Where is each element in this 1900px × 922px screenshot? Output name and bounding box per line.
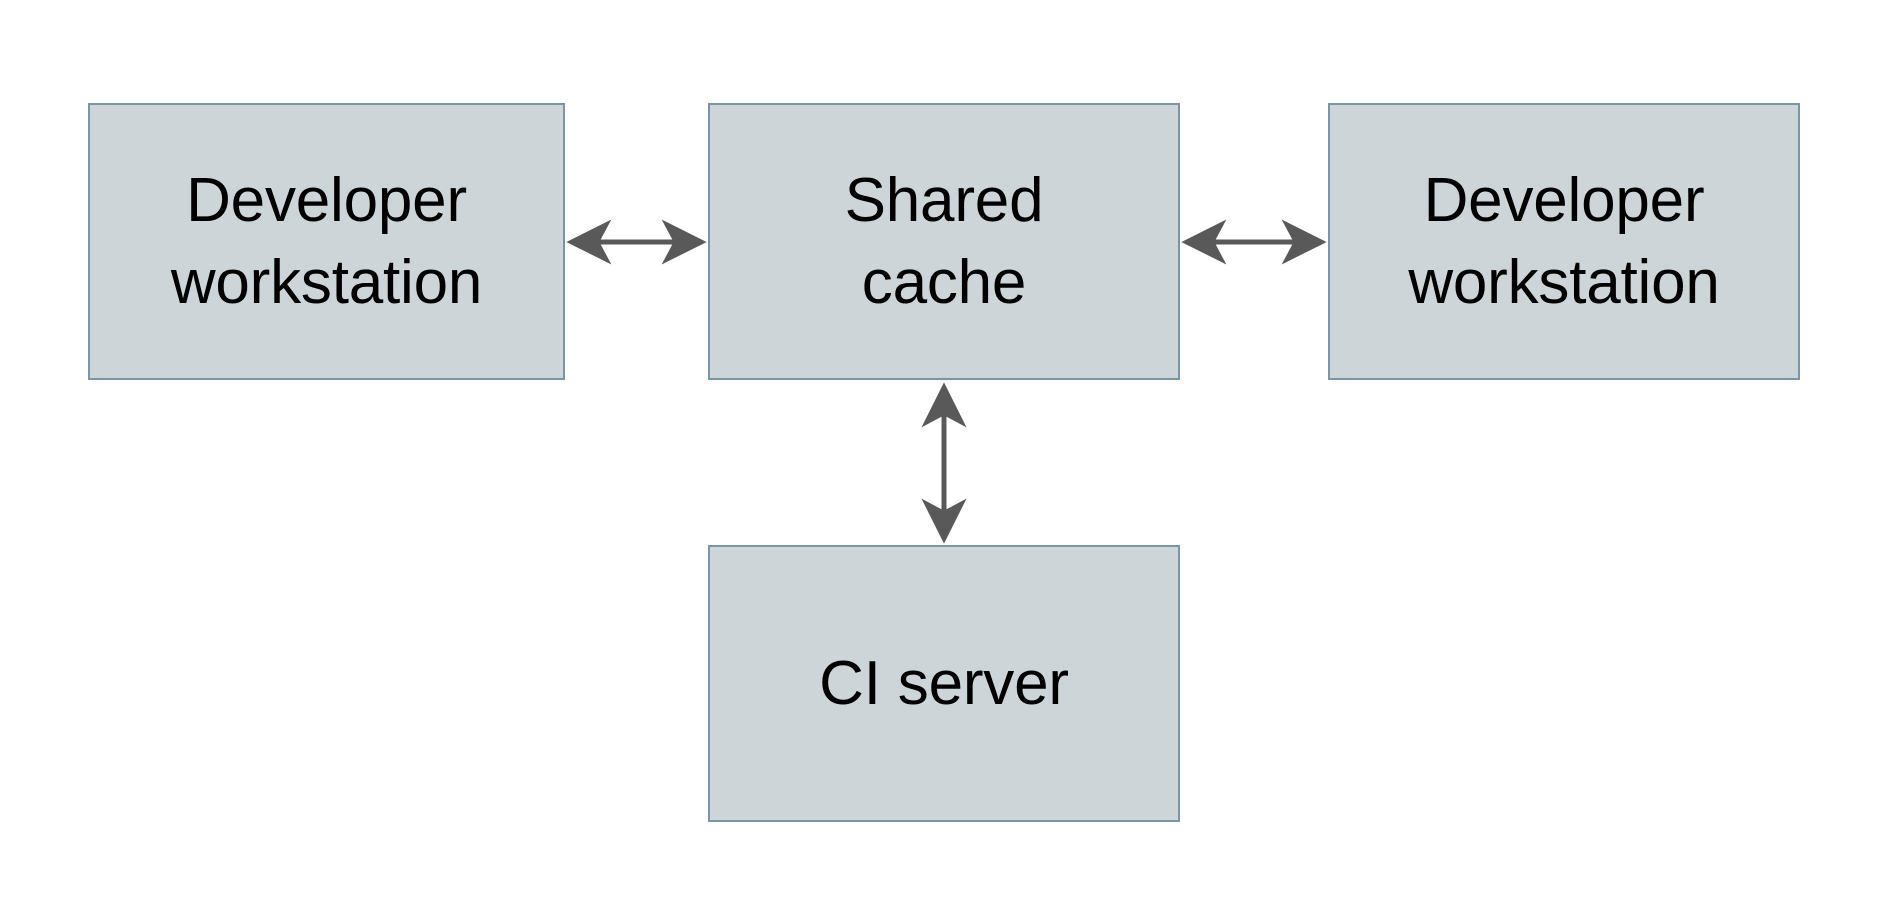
node-label: Developer workstation	[170, 165, 483, 317]
node-label: Shared cache	[844, 165, 1044, 317]
node-label: CI server	[819, 648, 1069, 718]
node-shared-cache[interactable]: Shared cache	[708, 103, 1180, 380]
node-ci-server[interactable]: CI server	[708, 545, 1180, 822]
node-developer-workstation-left[interactable]: Developer workstation	[88, 103, 565, 380]
node-developer-workstation-right[interactable]: Developer workstation	[1328, 103, 1800, 380]
node-label: Developer workstation	[1408, 165, 1720, 317]
